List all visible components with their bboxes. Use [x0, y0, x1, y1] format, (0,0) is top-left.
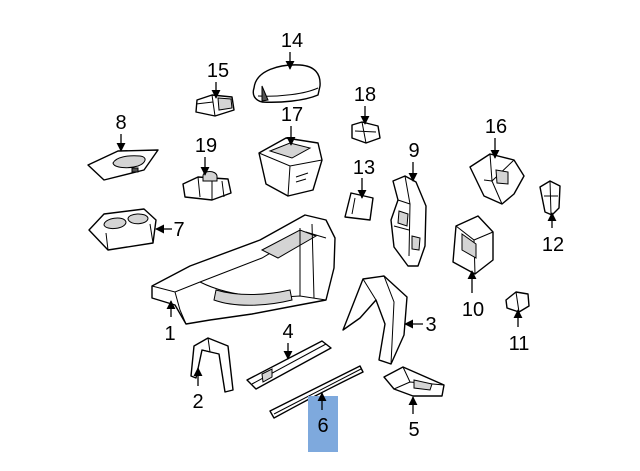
callout-6: 6 [317, 415, 328, 437]
part-13-panel[interactable] [344, 192, 374, 221]
part-3-side-support[interactable] [342, 275, 408, 365]
callout-18: 18 [354, 84, 376, 106]
callout-8: 8 [115, 112, 126, 134]
callout-4: 4 [282, 321, 293, 343]
part-15-switch[interactable] [195, 94, 235, 117]
callout-13: 13 [353, 157, 375, 179]
part-10-box[interactable] [452, 215, 494, 275]
callout-14: 14 [281, 30, 303, 52]
callout-19: 19 [195, 135, 217, 157]
part-16-bracket[interactable] [469, 153, 525, 205]
part-4-rail[interactable] [246, 340, 332, 390]
part-12-cap[interactable] [539, 180, 561, 216]
callout-9: 9 [408, 140, 419, 162]
callout-2: 2 [192, 391, 203, 413]
part-2-bracket[interactable] [190, 337, 234, 393]
callout-17: 17 [281, 104, 303, 126]
part-17-storage-bin[interactable] [258, 137, 323, 197]
part-11-clip[interactable] [505, 291, 530, 313]
part-14-armrest-lid[interactable] [252, 64, 321, 103]
callout-12: 12 [542, 234, 564, 256]
part-5-floor-bracket[interactable] [383, 366, 445, 397]
callout-11: 11 [509, 333, 530, 355]
part-9-side-panel[interactable] [390, 175, 427, 267]
part-19-switch-pack[interactable] [182, 171, 232, 201]
callout-16: 16 [485, 116, 507, 138]
part-1-center-console[interactable] [151, 214, 336, 325]
part-8-trim-plate[interactable] [87, 149, 159, 181]
part-6-trim-strip[interactable] [269, 365, 364, 419]
callout-6-highlight [308, 396, 338, 452]
callout-3: 3 [425, 314, 436, 336]
callout-1: 1 [164, 323, 175, 345]
callout-5: 5 [408, 419, 419, 441]
part-18-clip[interactable] [351, 121, 381, 144]
callout-15: 15 [207, 60, 229, 82]
callout-10: 10 [462, 299, 484, 321]
callout-7: 7 [173, 219, 184, 241]
part-7-cup-holder[interactable] [88, 208, 157, 251]
